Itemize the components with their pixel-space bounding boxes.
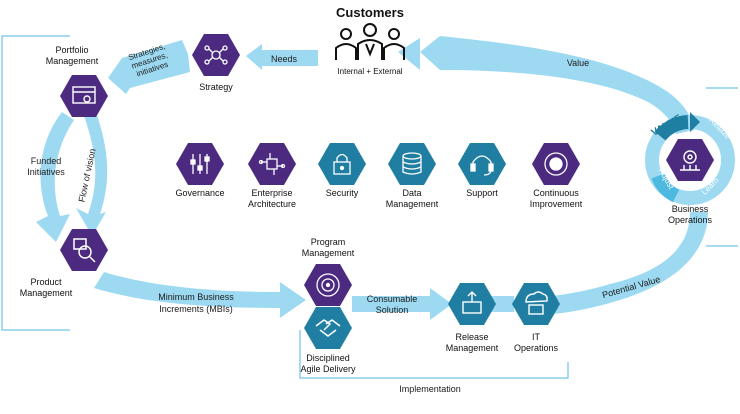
enabler-label-2: Improvement [530, 199, 583, 209]
release-label-1: Release [455, 332, 488, 342]
customers-title: Customers [336, 5, 404, 20]
business-label-2: Operations [668, 215, 713, 225]
value-cycle [645, 112, 735, 205]
enabler-data-management [388, 143, 436, 185]
enabler-label-2: Management [386, 199, 439, 209]
enabler-label: Enterprise [251, 188, 292, 198]
program-target-icon [316, 273, 340, 297]
customers-subtitle: Internal + External [337, 67, 402, 76]
release-node [448, 283, 496, 325]
consumable-label-2: Solution [376, 305, 409, 315]
sliders-icon [190, 154, 210, 174]
enabler-continuous-improvement [532, 143, 580, 185]
customers-icon [335, 23, 405, 60]
release-label-2: Management [446, 343, 499, 353]
enabler-label: Support [466, 188, 498, 198]
program-node [304, 264, 352, 306]
program-label-1: Program [311, 237, 346, 247]
itops-node [512, 283, 560, 325]
product-label-1: Product [30, 277, 62, 287]
enabler-label: Continuous [533, 188, 579, 198]
funded-label-1: Funded [31, 156, 62, 166]
pdca-icon [544, 152, 568, 176]
mbi-label-1: Minimum Business [158, 292, 234, 302]
strategy-node [192, 34, 240, 76]
needs-arrow [246, 44, 318, 70]
needs-label: Needs [271, 54, 298, 64]
enabler-enterprise-architecture [248, 143, 296, 185]
program-label-2: Management [302, 248, 355, 258]
business-gear-icon [680, 150, 700, 171]
mbi-arrow [94, 272, 306, 318]
flow-of-vision-arrow [76, 112, 108, 236]
funded-label-2: Initiatives [27, 167, 65, 177]
enabler-support [458, 143, 506, 185]
enabler-security [318, 143, 366, 185]
product-search-icon [73, 238, 96, 263]
consumable-arrow [352, 288, 452, 320]
strategy-label: Strategy [199, 82, 233, 92]
cloud-server-icon [525, 291, 548, 315]
portfolio-board-icon [72, 86, 96, 104]
funded-initiatives-arrow [36, 112, 74, 242]
portfolio-label-1: Portfolio [55, 45, 88, 55]
strategies-arrow [108, 40, 190, 94]
portfolio-label-2: Management [46, 56, 99, 66]
mbi-label-2: Increments (MBIs) [159, 304, 233, 314]
enabler-label-2: Architecture [248, 199, 296, 209]
value-label: Value [567, 58, 589, 68]
business-label-1: Business [672, 204, 709, 214]
consumable-label-1: Consumable [367, 294, 418, 304]
database-icon [402, 152, 422, 175]
release-box-icon [462, 291, 482, 314]
enabler-label: Security [326, 188, 359, 198]
enabler-governance [176, 143, 224, 185]
itops-label-1: IT [532, 332, 541, 342]
itops-label-2: Operations [514, 343, 559, 353]
value-arrow [398, 36, 694, 134]
business-node [666, 139, 714, 181]
boundary-lines [1, 35, 738, 379]
agile-label-1: Disciplined [306, 353, 350, 363]
potential-value-arrow [552, 212, 708, 314]
product-label-2: Management [20, 288, 73, 298]
agile-label-2: Agile Delivery [300, 364, 356, 374]
implementation-label: Implementation [399, 384, 461, 394]
circuit-icon [258, 153, 286, 175]
enabler-label: Governance [175, 188, 224, 198]
enabler-label: Data [402, 188, 421, 198]
agile-node [304, 307, 352, 349]
product-node [60, 229, 108, 271]
strategy-network-icon [204, 45, 228, 65]
lock-icon [333, 153, 351, 175]
handshake-icon [315, 319, 341, 337]
portfolio-node [60, 75, 108, 117]
headset-icon [470, 155, 494, 176]
